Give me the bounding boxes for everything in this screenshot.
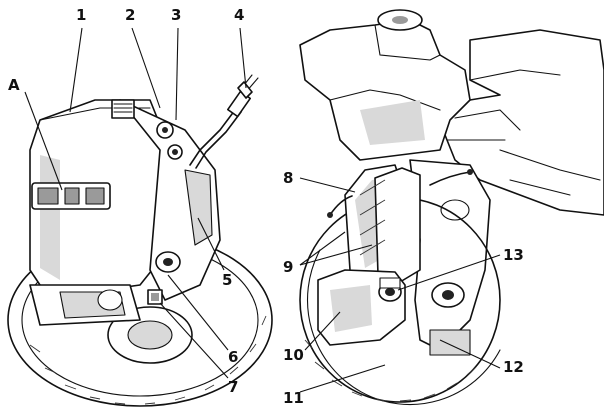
callout-9: 9 — [283, 258, 293, 276]
brake-pads — [344, 164, 421, 286]
callout-labels: A 1 2 3 4 5 6 7 8 9 10 11 12 13 — [8, 6, 524, 407]
bracket-bolt — [378, 277, 402, 302]
callout-6: 6 — [228, 348, 238, 366]
pad-spring — [327, 169, 473, 218]
callout-13: 13 — [503, 246, 524, 264]
left-leader-lines — [24, 27, 247, 379]
callout-a: A — [8, 76, 20, 94]
left-caliper-body — [29, 99, 221, 326]
callout-8: 8 — [283, 169, 293, 187]
callout-11: 11 — [283, 389, 304, 407]
brake-hose — [189, 74, 259, 169]
steering-knuckle — [409, 159, 491, 356]
callout-7: 7 — [228, 378, 238, 396]
callout-1: 1 — [76, 6, 86, 24]
hand — [444, 29, 604, 216]
callout-4: 4 — [234, 6, 244, 24]
callout-5: 5 — [222, 271, 232, 289]
bleed-screw — [111, 99, 135, 119]
right-caliper-assembly — [299, 9, 604, 406]
right-leader-lines — [299, 177, 501, 393]
callout-3: 3 — [171, 6, 181, 24]
right-caliper-top — [299, 9, 471, 161]
callout-10: 10 — [283, 346, 304, 364]
left-caliper-assembly — [7, 27, 273, 407]
callout-2: 2 — [125, 6, 135, 24]
callout-12: 12 — [503, 358, 524, 376]
